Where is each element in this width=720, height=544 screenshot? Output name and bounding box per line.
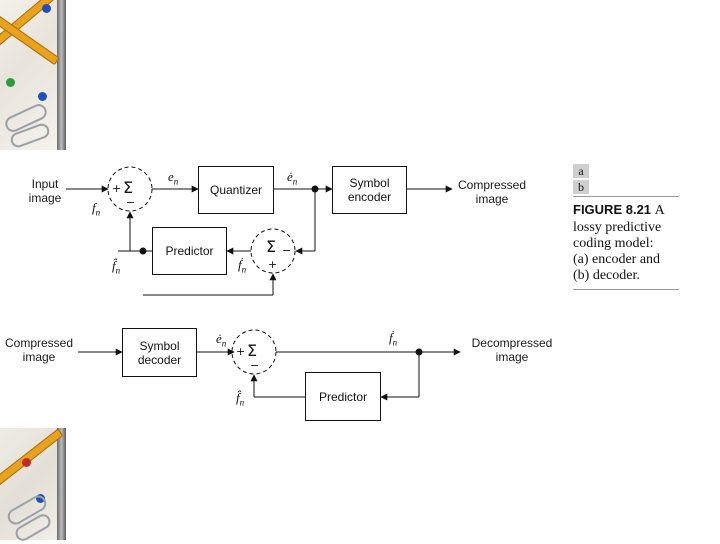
plus-sign: + <box>236 345 246 358</box>
summing-junction-feedback <box>250 228 296 274</box>
sigma-symbol: Σ <box>247 341 258 360</box>
decoder-input-label: Compressed image <box>4 336 74 364</box>
caption-rule-bottom <box>573 289 679 290</box>
caption-rule-top <box>573 196 679 197</box>
minus-sign: − <box>250 359 260 372</box>
metal-bar <box>57 428 66 540</box>
sigma-symbol: Σ <box>266 237 277 256</box>
input-image-label: Input image <box>28 177 62 205</box>
fn-hat-label: f̂n <box>112 258 121 276</box>
pushpin-icon <box>22 458 31 467</box>
pushpin-icon <box>38 92 47 101</box>
decorative-background-top <box>0 0 68 150</box>
metal-bar <box>57 0 66 150</box>
fn-label: fn <box>92 200 101 218</box>
pushpin-icon <box>36 494 45 503</box>
symbol-encoder-block: Symbol encoder <box>332 166 407 214</box>
compressed-image-label: Compressed image <box>457 178 527 206</box>
pushpin-icon <box>42 4 51 13</box>
predictor-block-encoder: Predictor <box>152 227 227 275</box>
sigma-symbol: Σ <box>123 178 134 197</box>
decorative-background-bottom <box>0 428 66 544</box>
caption-line: (b) decoder. <box>573 268 640 283</box>
en-label: en <box>168 169 179 187</box>
minus-sign: − <box>126 196 136 209</box>
figure-caption-title: FIGURE 8.21 A <box>573 202 665 218</box>
caption-line: (a) encoder and <box>573 252 661 267</box>
quantizer-block: Quantizer <box>198 166 274 214</box>
plus-sign: + <box>268 258 278 271</box>
fn-hat-label: f̂n <box>236 390 245 408</box>
symbol-decoder-block: Symbol decoder <box>122 328 197 377</box>
decompressed-image-label: Decompressed image <box>471 336 553 364</box>
en-dot-label: ėn <box>287 169 298 187</box>
junction-dot <box>139 247 147 255</box>
plus-sign: + <box>112 182 122 195</box>
predictor-block-decoder: Predictor <box>305 372 381 421</box>
caption-line: lossy predictive <box>573 220 662 235</box>
minus-sign: − <box>282 244 292 257</box>
panel-label-b: b <box>573 180 589 194</box>
pushpin-icon <box>6 78 15 87</box>
fn-dot-label: ḟn <box>238 257 247 275</box>
en-dot-label: ėn <box>216 331 227 349</box>
fn-dot-label: ḟn <box>389 330 398 348</box>
caption-line: coding model: <box>573 236 654 251</box>
panel-label-a: a <box>573 164 589 178</box>
